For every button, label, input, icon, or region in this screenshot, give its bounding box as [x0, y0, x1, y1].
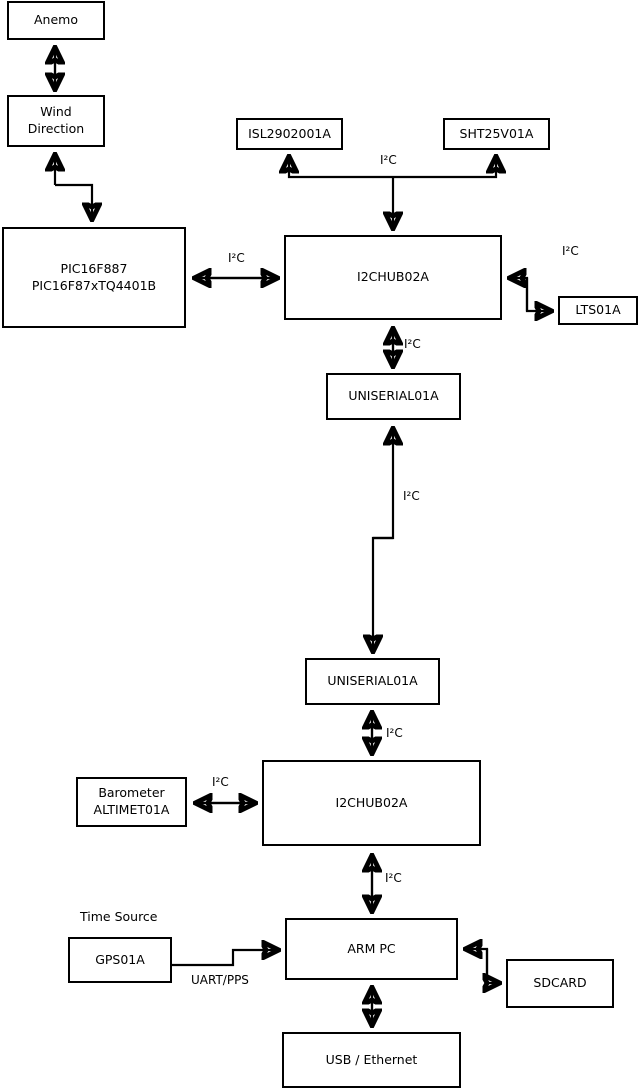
node-anemo[interactable]: Anemo [7, 1, 105, 40]
edge-label-i2c-top-bus: I²C [380, 153, 397, 167]
node-isl2902001a[interactable]: ISL2902001A [236, 118, 343, 150]
node-isl2902001a-label: ISL2902001A [248, 125, 331, 141]
wire-pic-winddir-path [55, 183, 92, 219]
node-sht25v01a[interactable]: SHT25V01A [443, 118, 550, 150]
node-pic-mcu[interactable]: PIC16F887 PIC16F87xTQ4401B [2, 227, 186, 328]
node-anemo-label: Anemo [34, 12, 78, 28]
node-arm-pc[interactable]: ARM PC [285, 918, 458, 980]
wire-uniser-down [373, 536, 393, 651]
edge-label-i2c-hub-uniserial: I²C [404, 337, 421, 351]
node-lts01a[interactable]: LTS01A [558, 296, 638, 325]
node-uniserial01a-bottom-label: UNISERIAL01A [327, 673, 418, 689]
node-gps01a-label: GPS01A [95, 951, 145, 967]
wire-sdcard-armpc [466, 949, 489, 983]
node-sdcard[interactable]: SDCARD [506, 959, 614, 1008]
node-gps01a[interactable]: GPS01A [68, 937, 172, 983]
node-arm-pc-label: ARM PC [347, 940, 396, 956]
node-lts01a-label: LTS01A [575, 302, 621, 318]
node-wind-direction[interactable]: Wind Direction [7, 95, 105, 147]
wire-lts-hub [510, 278, 529, 311]
wire-armpc-sdcard [487, 949, 499, 983]
node-wind-direction-label: Wind Direction [27, 104, 85, 136]
wire-gps-armpc [172, 950, 278, 967]
edge-label-i2c-hub-lts: I²C [562, 244, 579, 258]
edge-label-i2c-barometer-hub: I²C [212, 775, 229, 789]
node-i2chub02a-bottom[interactable]: I2CHUB02A [262, 760, 481, 846]
node-pic-mcu-label: PIC16F887 PIC16F87xTQ4401B [31, 260, 157, 293]
wire-hub-isl [289, 157, 393, 179]
node-barometer-altimet01a[interactable]: Barometer ALTIMET01A [76, 777, 187, 827]
wire-uniser-up [373, 429, 393, 540]
node-usb-ethernet[interactable]: USB / Ethernet [282, 1032, 461, 1088]
node-uniserial01a-top-label: UNISERIAL01A [348, 388, 439, 404]
edge-label-i2c-hub-armpc: I²C [385, 871, 402, 885]
node-uniserial01a-top[interactable]: UNISERIAL01A [326, 373, 461, 420]
edge-label-i2c-uniserial-uniserial: I²C [403, 489, 420, 503]
node-sdcard-label: SDCARD [533, 975, 587, 991]
edge-label-i2c-uniserial-hub: I²C [386, 726, 403, 740]
wire-hub-sht [393, 157, 496, 179]
node-usb-ethernet-label: USB / Ethernet [325, 1051, 418, 1067]
node-i2chub02a-bottom-label: I2CHUB02A [335, 794, 408, 810]
node-i2chub02a-top[interactable]: I2CHUB02A [284, 235, 502, 320]
edge-label-uart-pps: UART/PPS [191, 973, 249, 987]
node-i2chub02a-top-label: I2CHUB02A [357, 269, 429, 285]
wire-hub-lts [525, 278, 551, 311]
node-barometer-altimet01a-label: Barometer ALTIMET01A [93, 785, 170, 817]
node-sht25v01a-label: SHT25V01A [459, 125, 534, 141]
node-uniserial01a-bottom[interactable]: UNISERIAL01A [305, 658, 440, 705]
label-time-source: Time Source [80, 909, 158, 924]
edge-label-i2c-pic-hub: I²C [228, 251, 245, 265]
